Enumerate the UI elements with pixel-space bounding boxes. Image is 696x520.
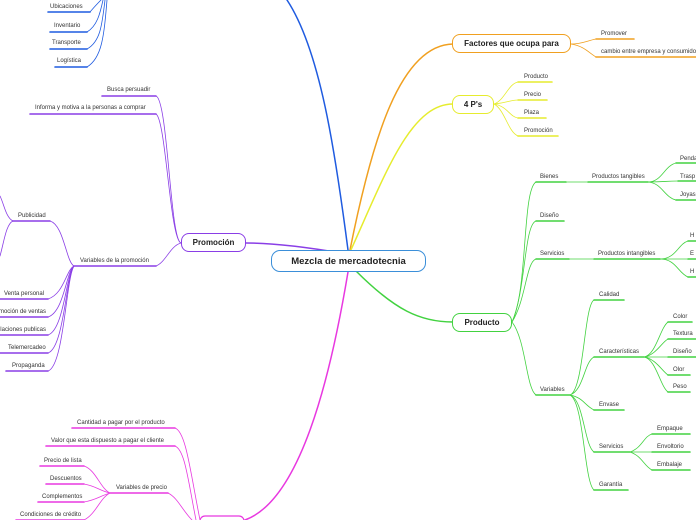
node-caracteristicas[interactable]: Características — [599, 349, 640, 355]
node-tangible-1[interactable]: Penda — [680, 156, 696, 162]
node-ubicaciones[interactable]: Ubicaciones — [50, 4, 83, 10]
node-calidad[interactable]: Calidad — [599, 292, 620, 298]
node-4p-plaza[interactable]: Plaza — [524, 110, 540, 116]
node-descuentos[interactable]: Descuentos — [50, 476, 82, 482]
node-tangible-2[interactable]: Trasp — [680, 174, 696, 180]
node-transporte[interactable]: Transporte — [52, 40, 81, 46]
node-embalaje[interactable]: Embalaje — [657, 462, 683, 468]
node-diseno[interactable]: Diseño — [540, 213, 559, 219]
node-intangible-3[interactable]: H — [690, 269, 695, 275]
node-servicios-variables[interactable]: Servicios — [599, 444, 624, 450]
node-propaganda[interactable]: Propaganda — [12, 363, 45, 369]
node-4p-precio[interactable]: Precio — [524, 92, 542, 98]
node-productos-intangibles[interactable]: Productos intangibles — [598, 251, 656, 257]
node-color[interactable]: Color — [673, 314, 688, 320]
node-informa-motiva[interactable]: Informa y motiva a la personas a comprar — [35, 105, 146, 111]
node-productos-tangibles[interactable]: Productos tangibles — [592, 174, 645, 180]
node-variables[interactable]: Variables — [540, 387, 565, 393]
node-textura[interactable]: Textura — [673, 331, 693, 337]
node-empaque[interactable]: Empaque — [657, 426, 683, 432]
node-bienes[interactable]: Bienes — [540, 174, 559, 180]
node-peso[interactable]: Peso — [673, 384, 687, 390]
node-intangible-1[interactable]: H — [690, 233, 695, 239]
node-4p-promocion[interactable]: Promoción — [524, 128, 553, 134]
node-tangible-3[interactable]: Joyas — [680, 192, 696, 198]
node-publicidad[interactable]: Publicidad — [18, 213, 46, 219]
node-intangible-2[interactable]: E — [690, 251, 695, 257]
node-valor-dispuesto[interactable]: Valor que esta dispuesto a pagar el clie… — [51, 438, 164, 444]
node-variables-precio[interactable]: Variables de precio — [116, 485, 167, 491]
node-relaciones-publicas[interactable]: Relaciones publicas — [0, 327, 46, 333]
node-logistica[interactable]: Logística — [57, 58, 82, 64]
topic-factores[interactable]: Factores que ocupa para — [452, 34, 571, 53]
topic-promocion[interactable]: Promoción — [181, 233, 246, 252]
node-envoltorio[interactable]: Envoltorio — [657, 444, 684, 450]
node-garantia[interactable]: Garantía — [599, 482, 623, 488]
node-condiciones-credito[interactable]: Condiciones de crédito — [20, 512, 82, 518]
topic-4ps[interactable]: 4 P's — [452, 95, 494, 114]
node-telemercadeo[interactable]: Telemercadeo — [8, 345, 46, 351]
node-4p-producto[interactable]: Producto — [524, 74, 549, 80]
node-inventario[interactable]: Inventario — [54, 23, 81, 29]
node-variables-promocion[interactable]: Variables de la promoción — [80, 258, 149, 264]
node-promocion-ventas[interactable]: Promoción de ventas — [0, 309, 46, 315]
central-topic[interactable]: Mezcla de mercadotecnia — [271, 250, 426, 272]
node-promover[interactable]: Promover — [601, 31, 628, 37]
node-servicios[interactable]: Servicios — [540, 251, 565, 257]
node-olor[interactable]: Olor — [673, 367, 685, 373]
node-precio-lista[interactable]: Precio de lista — [44, 458, 82, 464]
node-cantidad-pagar[interactable]: Cantidad a pagar por el producto — [77, 420, 165, 426]
node-venta-personal[interactable]: Venta personal — [4, 291, 45, 297]
node-complementos[interactable]: Complementos — [42, 494, 83, 500]
topic-producto[interactable]: Producto — [452, 313, 512, 332]
node-cambio[interactable]: cambio entre empresa y consumidor — [601, 49, 696, 55]
node-diseno-caracteristica[interactable]: Diseño — [673, 349, 692, 355]
node-busca-persuadir[interactable]: Busca persuadir — [107, 87, 151, 93]
node-envase[interactable]: Envase — [599, 402, 620, 408]
